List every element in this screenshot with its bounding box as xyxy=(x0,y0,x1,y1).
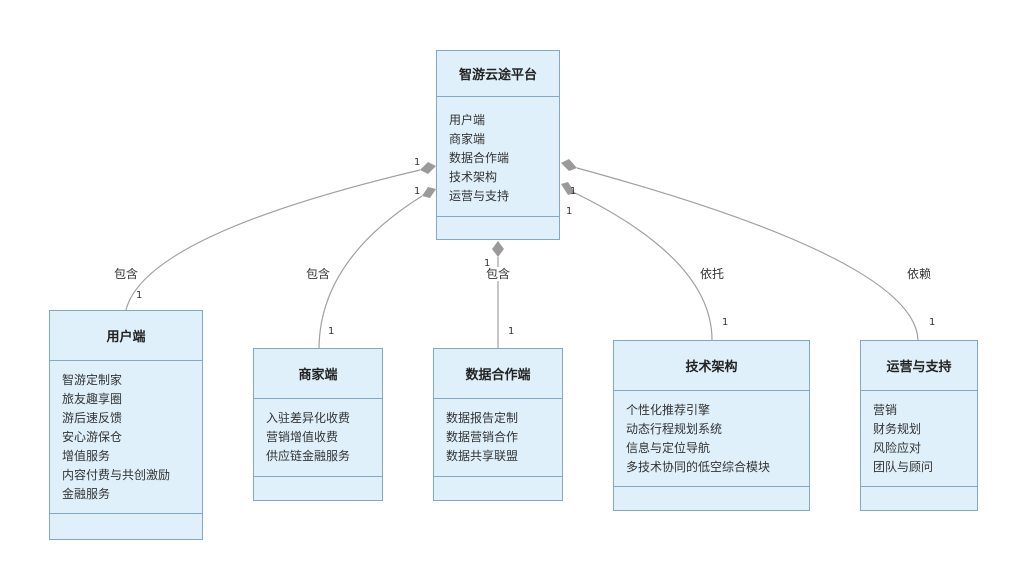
module-item: 个性化推荐引擎 xyxy=(626,403,711,417)
composition-diamond-tech xyxy=(561,182,575,195)
platform-attributes: 用户端 商家端 数据合作端 技术架构 运营与支持 xyxy=(437,97,559,217)
multiplicity-target: 1 xyxy=(508,326,515,337)
connector-platform-tech xyxy=(574,192,713,341)
module-box-tech[interactable]: 技术架构 个性化推荐引擎 动态行程规划系统 信息与定位导航 多技术协同的低空综合… xyxy=(613,340,810,511)
platform-attr: 数据合作端 xyxy=(449,151,510,165)
connector-platform-user xyxy=(125,169,421,311)
composition-diamond-merchant xyxy=(422,187,436,198)
module-items: 数据报告定制 数据营销合作 数据共享联盟 xyxy=(434,399,562,477)
module-item: 信息与定位导航 xyxy=(626,441,711,455)
module-items: 智游定制家 旅友趣享圈 游后速反馈 安心游保仓 增值服务 内容付费与共创激励 金… xyxy=(50,361,202,514)
module-title: 技术架构 xyxy=(614,341,809,391)
multiplicity-target: 1 xyxy=(136,290,143,301)
composition-diamond-data xyxy=(492,241,504,257)
module-items: 个性化推荐引擎 动态行程规划系统 信息与定位导航 多技术协同的低空综合模块 xyxy=(614,391,809,487)
module-items: 营销 财务规划 风险应对 团队与顾问 xyxy=(861,391,977,487)
multiplicity-source: 1 xyxy=(570,186,577,197)
multiplicity-target: 1 xyxy=(328,326,335,337)
module-item: 营销 xyxy=(873,403,898,417)
composition-diamond-user xyxy=(420,162,436,174)
module-item: 智游定制家 xyxy=(62,373,123,387)
module-item: 入驻差异化收费 xyxy=(266,411,351,425)
connector-platform-merchant xyxy=(318,195,423,349)
module-title: 运营与支持 xyxy=(861,341,977,391)
module-box-merchant[interactable]: 商家端 入驻差异化收费 营销增值收费 供应链金融服务 xyxy=(253,348,383,501)
multiplicity-target: 1 xyxy=(722,317,729,328)
module-item: 财务规划 xyxy=(873,422,922,436)
module-item: 内容付费与共创激励 xyxy=(62,468,171,482)
module-title: 数据合作端 xyxy=(434,349,562,399)
module-item: 数据报告定制 xyxy=(446,411,519,425)
relation-label: 包含 xyxy=(111,267,141,281)
module-item: 动态行程规划系统 xyxy=(626,422,723,436)
connector-platform-ops xyxy=(576,167,919,341)
platform-attr: 技术架构 xyxy=(449,170,498,184)
module-item: 多技术协同的低空综合模块 xyxy=(626,460,771,474)
platform-title: 智游云途平台 xyxy=(437,51,559,97)
relation-label: 包含 xyxy=(483,267,513,281)
multiplicity-source: 1 xyxy=(414,186,421,197)
multiplicity-target: 1 xyxy=(929,317,936,328)
module-item: 团队与顾问 xyxy=(873,460,934,474)
module-item: 数据共享联盟 xyxy=(446,449,519,463)
relation-label: 依赖 xyxy=(904,267,934,281)
module-title: 商家端 xyxy=(254,349,382,399)
module-title: 用户端 xyxy=(50,311,202,361)
module-item: 安心游保仓 xyxy=(62,430,123,444)
platform-attr: 用户端 xyxy=(449,113,486,127)
module-items: 入驻差异化收费 营销增值收费 供应链金融服务 xyxy=(254,399,382,477)
module-box-user[interactable]: 用户端 智游定制家 旅友趣享圈 游后速反馈 安心游保仓 增值服务 内容付费与共创… xyxy=(49,310,203,540)
module-item: 旅友趣享圈 xyxy=(62,392,123,406)
platform-box[interactable]: 智游云途平台 用户端 商家端 数据合作端 技术架构 运营与支持 xyxy=(436,50,560,240)
multiplicity-source: 1 xyxy=(484,258,491,269)
platform-attr: 运营与支持 xyxy=(449,189,510,203)
multiplicity-source: 1 xyxy=(414,157,421,168)
relation-label: 包含 xyxy=(303,267,333,281)
composition-diamond-ops xyxy=(561,159,577,171)
module-item: 数据营销合作 xyxy=(446,430,519,444)
relation-label: 依托 xyxy=(697,267,727,281)
platform-attr: 商家端 xyxy=(449,132,486,146)
module-box-data[interactable]: 数据合作端 数据报告定制 数据营销合作 数据共享联盟 xyxy=(433,348,563,501)
module-item: 营销增值收费 xyxy=(266,430,339,444)
module-item: 金融服务 xyxy=(62,487,111,501)
module-item: 游后速反馈 xyxy=(62,411,123,425)
module-item: 供应链金融服务 xyxy=(266,449,351,463)
module-item: 风险应对 xyxy=(873,441,922,455)
multiplicity-source: 1 xyxy=(566,206,573,217)
module-box-ops[interactable]: 运营与支持 营销 财务规划 风险应对 团队与顾问 xyxy=(860,340,978,511)
module-item: 增值服务 xyxy=(62,449,111,463)
